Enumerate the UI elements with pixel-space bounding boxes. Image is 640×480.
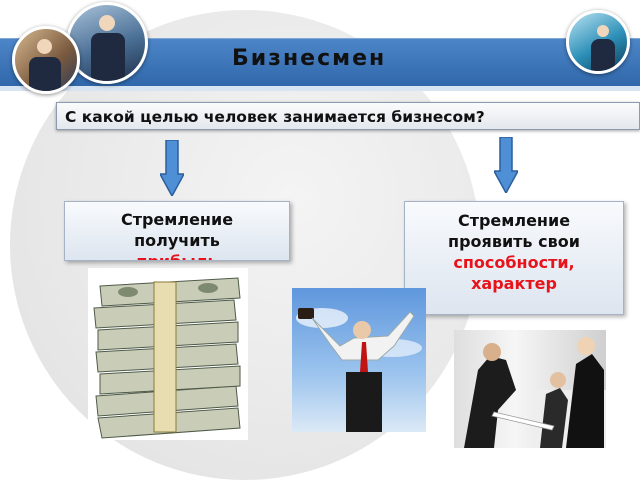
money-stack-image <box>88 268 248 440</box>
abilities-highlight-2: характер <box>405 273 623 294</box>
abilities-goal-box: Стремление проявить свои способности, ха… <box>404 201 624 315</box>
abilities-line-2: проявить свои <box>405 231 623 252</box>
abilities-line-1: Стремление <box>405 210 623 231</box>
business-team-image <box>454 330 606 448</box>
businessman-photo-left <box>12 26 80 94</box>
profit-line-2: получить <box>65 230 289 251</box>
profit-line-1: Стремление <box>65 209 289 230</box>
profit-goal-box: Стремление получить прибыль <box>64 201 290 261</box>
celebrating-businessman-image <box>292 288 426 432</box>
profit-highlight: прибыль <box>65 251 289 261</box>
question-banner: С какой целью человек занимается бизнесо… <box>56 102 640 130</box>
abilities-highlight-1: способности, <box>405 252 623 273</box>
header-underline <box>0 86 640 91</box>
businessman-photo-top <box>66 2 148 84</box>
arrow-down-icon <box>494 137 518 193</box>
arrow-down-icon <box>160 140 184 196</box>
businessman-photo-right <box>566 10 630 74</box>
slide-title: Бизнесмен <box>232 46 407 72</box>
